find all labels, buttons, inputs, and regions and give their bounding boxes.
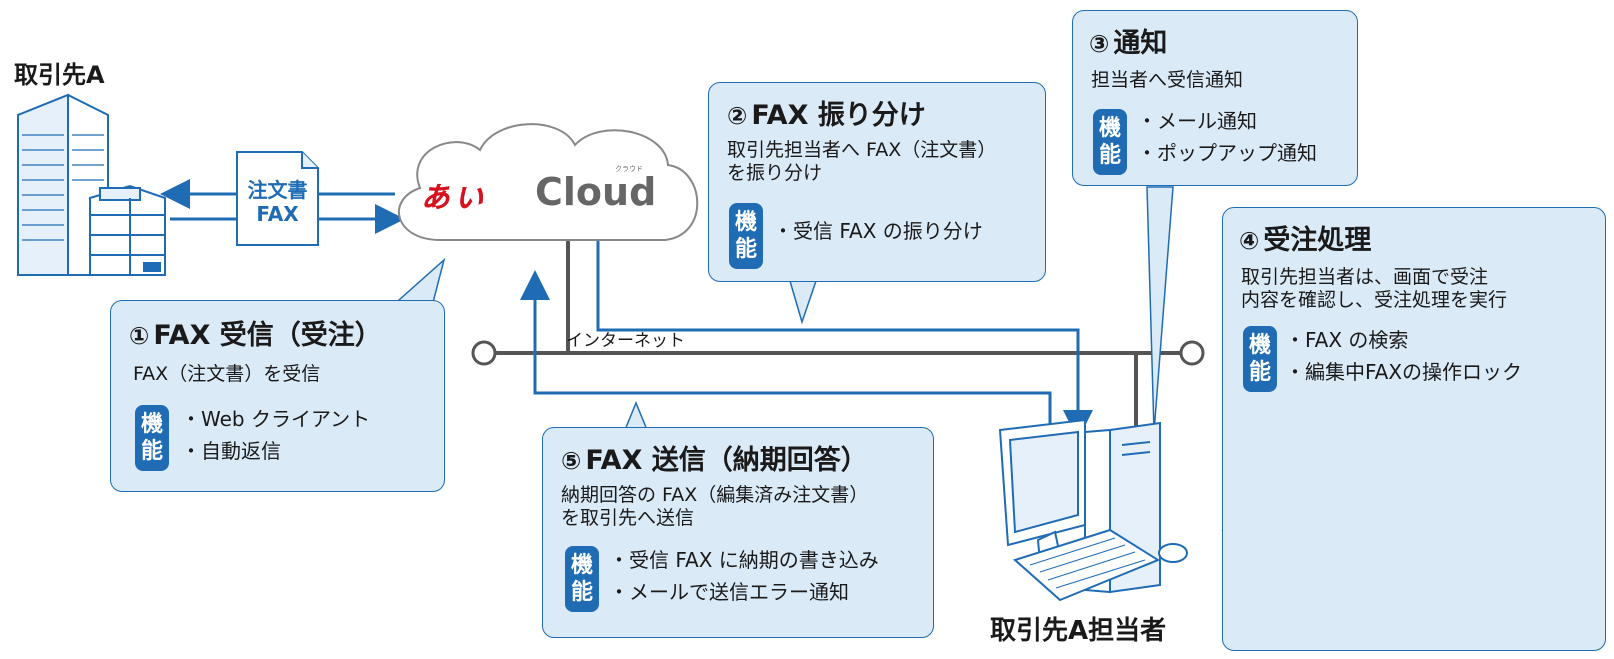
callout3-pointer xyxy=(1146,186,1174,433)
feature-badge-char1: 機 xyxy=(1248,333,1271,358)
fax-machine-icon xyxy=(89,184,166,276)
callout4-desc-line: 取引先担当者は、画面で受注 xyxy=(1241,266,1489,288)
feature-badge-char1: 機 xyxy=(140,412,163,437)
callout5-feature-item: ・受信 FAX に納期の書き込み xyxy=(609,548,879,572)
feature-badge: 機能 xyxy=(729,203,763,269)
feature-badge: 機能 xyxy=(1243,326,1277,392)
callout3-features: ・メール通知 ・ポップアップ通知 xyxy=(1137,105,1317,169)
internet-endpoint-left xyxy=(471,340,497,366)
callout1-desc: FAX（注文書）を受信 xyxy=(133,363,321,385)
cloud-shape xyxy=(397,123,699,241)
feature-badge-char2: 能 xyxy=(1248,360,1271,385)
callout3-desc: 担当者へ受信通知 xyxy=(1091,69,1244,91)
callout1-title-text: FAX 受信（受注） xyxy=(153,320,382,351)
callout3-number: ③ xyxy=(1089,30,1110,58)
callout4-desc-line: 内容を確認し、受注処理を実行 xyxy=(1241,289,1508,311)
callout5-features: ・受信 FAX に納期の書き込み ・メールで送信エラー通知 xyxy=(609,544,879,608)
callout1-features: ・Web クライアント ・自動返信 xyxy=(181,403,370,467)
callout2-pointer xyxy=(788,280,818,325)
arrow-pc-to-cloud xyxy=(520,270,1052,432)
callout1-feature-item: ・自動返信 xyxy=(181,439,281,463)
callout4-title-text: 受注処理 xyxy=(1263,225,1372,256)
callout2-desc-line: を振り分け xyxy=(727,162,823,184)
feature-badge-char2: 能 xyxy=(570,580,593,605)
feature-badge: 機能 xyxy=(1093,109,1127,175)
callout2-feature-item: ・受信 FAX の振り分け xyxy=(773,219,983,243)
callout4-feature-item: ・FAX の検索 xyxy=(1285,328,1409,352)
callout1-feature-item: ・Web クライアント xyxy=(181,407,371,431)
logo-cloud-text: Cloud xyxy=(535,170,657,214)
callout2-number: ② xyxy=(727,102,748,130)
feature-badge: 機能 xyxy=(135,405,169,471)
company-label: 取引先A xyxy=(14,61,105,89)
callout5-desc: 納期回答の FAX（編集済み注文書） を取引先へ送信 xyxy=(561,484,868,530)
callout2-title-text: FAX 振り分け xyxy=(751,100,926,131)
feature-badge-char1: 機 xyxy=(1098,116,1121,141)
callout3-title-text: 通知 xyxy=(1113,28,1168,59)
person-label: 取引先A担当者 xyxy=(990,616,1167,646)
feature-badge-char1: 機 xyxy=(570,553,593,578)
document-label: 注文書 FAX xyxy=(237,178,318,226)
feature-badge-char1: 機 xyxy=(734,210,757,235)
document-label-line2: FAX xyxy=(256,202,299,226)
pc-icon xyxy=(998,418,1188,602)
internet-label: インターネット xyxy=(566,331,685,351)
callout2-desc: 取引先担当者へ FAX（注文書） を振り分け xyxy=(727,139,996,185)
callout5-feature-item: ・メールで送信エラー通知 xyxy=(609,580,849,604)
arrow-cloud-to-pc xyxy=(596,240,1093,440)
internet-endpoint-right xyxy=(1179,340,1205,366)
callout4-features: ・FAX の検索 ・編集中FAXの操作ロック xyxy=(1285,324,1522,388)
callout2-desc-line: 取引先担当者へ FAX（注文書） xyxy=(727,139,997,161)
feature-badge-char2: 能 xyxy=(734,237,757,262)
logo-small-text: クラウド xyxy=(615,165,643,173)
callout4-desc: 取引先担当者は、画面で受注 内容を確認し、受注処理を実行 xyxy=(1241,266,1507,312)
building-icon xyxy=(17,93,109,276)
callout3-feature-item: ・ポップアップ通知 xyxy=(1137,141,1317,165)
callout5-desc-line: を取引先へ送信 xyxy=(561,507,695,529)
callout1-number: ① xyxy=(129,322,150,350)
feature-badge: 機能 xyxy=(565,546,599,612)
callout4-feature-item: ・編集中FAXの操作ロック xyxy=(1285,360,1523,384)
logo-mark: ぁぃ xyxy=(418,176,486,216)
callout5-desc-line: 納期回答の FAX（編集済み注文書） xyxy=(561,484,869,506)
callout4-number: ④ xyxy=(1239,227,1260,255)
callout5-number: ⑤ xyxy=(561,447,582,475)
callout2-features: ・受信 FAX の振り分け xyxy=(773,215,983,247)
feature-badge-char2: 能 xyxy=(140,439,163,464)
callout3-feature-item: ・メール通知 xyxy=(1137,109,1257,133)
document-label-line1: 注文書 xyxy=(247,178,308,202)
callout5-title-text: FAX 送信（納期回答） xyxy=(585,445,868,476)
feature-badge-char2: 能 xyxy=(1098,143,1121,168)
document-icon xyxy=(236,151,319,246)
